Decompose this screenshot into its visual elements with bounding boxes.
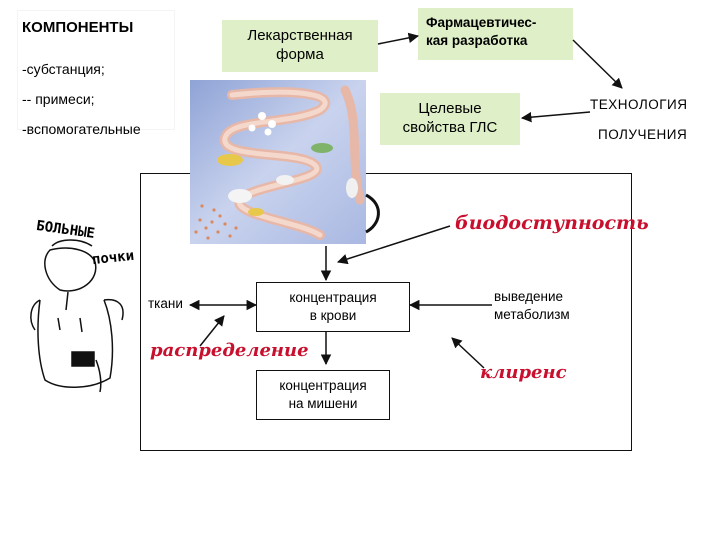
target-concentration-node: концентрация на мишени [256, 370, 390, 420]
blood-concentration-line1: концентрация [289, 290, 377, 305]
target-concentration-line1: концентрация [279, 378, 367, 393]
technology-line2: ПОЛУЧЕНИЯ [598, 127, 688, 142]
clearance-label: клиренс [480, 362, 567, 383]
arrow-pharm-to-technology [572, 39, 623, 89]
blood-concentration-node: концентрация в крови [256, 282, 410, 332]
target-properties-line2: свойства ГЛС [402, 119, 498, 136]
components-title: КОМПОНЕНТЫ [22, 19, 134, 36]
blood-concentration-line2: в крови [309, 308, 357, 323]
components-box: КОМПОНЕНТЫ -субстанция; -- примеси; -всп… [17, 10, 175, 137]
arrow-distribution [199, 315, 225, 347]
target-properties-box: Целевые свойства ГЛС [380, 93, 520, 145]
dosage-form-line2: форма [276, 46, 324, 63]
arrow-technology-to-target [520, 111, 591, 123]
dosage-form-box: Лекарственная форма [222, 20, 378, 72]
distribution-label: распределение [150, 340, 309, 361]
arrow-dosage-to-pharm [377, 32, 420, 45]
technology-line1: ТЕХНОЛОГИЯ [590, 97, 688, 112]
kidney-sketch [30, 239, 124, 393]
dosage-form-line1: Лекарственная [247, 27, 353, 44]
bioavailability-label: биодоступность [455, 212, 649, 234]
intestine-illustration [190, 80, 366, 244]
pharm-dev-line1: Фармацевтичес- [426, 15, 537, 30]
arrow-intestine-loop [365, 193, 380, 234]
arrow-clearance [451, 337, 485, 369]
target-properties-line1: Целевые [418, 100, 482, 117]
components-item-substance: -субстанция; [22, 61, 105, 77]
arrow-bioavail-to-frame [337, 225, 451, 265]
excretion-line2: метаболизм [494, 307, 570, 322]
components-item-excipients: -вспомогательные [22, 121, 141, 137]
excretion-line1: выведение [494, 289, 563, 304]
pharm-dev-line2: кая разработка [426, 33, 528, 48]
components-item-impurities: -- примеси; [22, 91, 95, 107]
tissues-label: ткани [148, 296, 183, 311]
pharm-dev-box: Фармацевтичес- кая разработка [418, 8, 573, 60]
excretion-label: выведение метаболизм [494, 288, 570, 324]
target-concentration-line2: на мишени [288, 396, 358, 411]
